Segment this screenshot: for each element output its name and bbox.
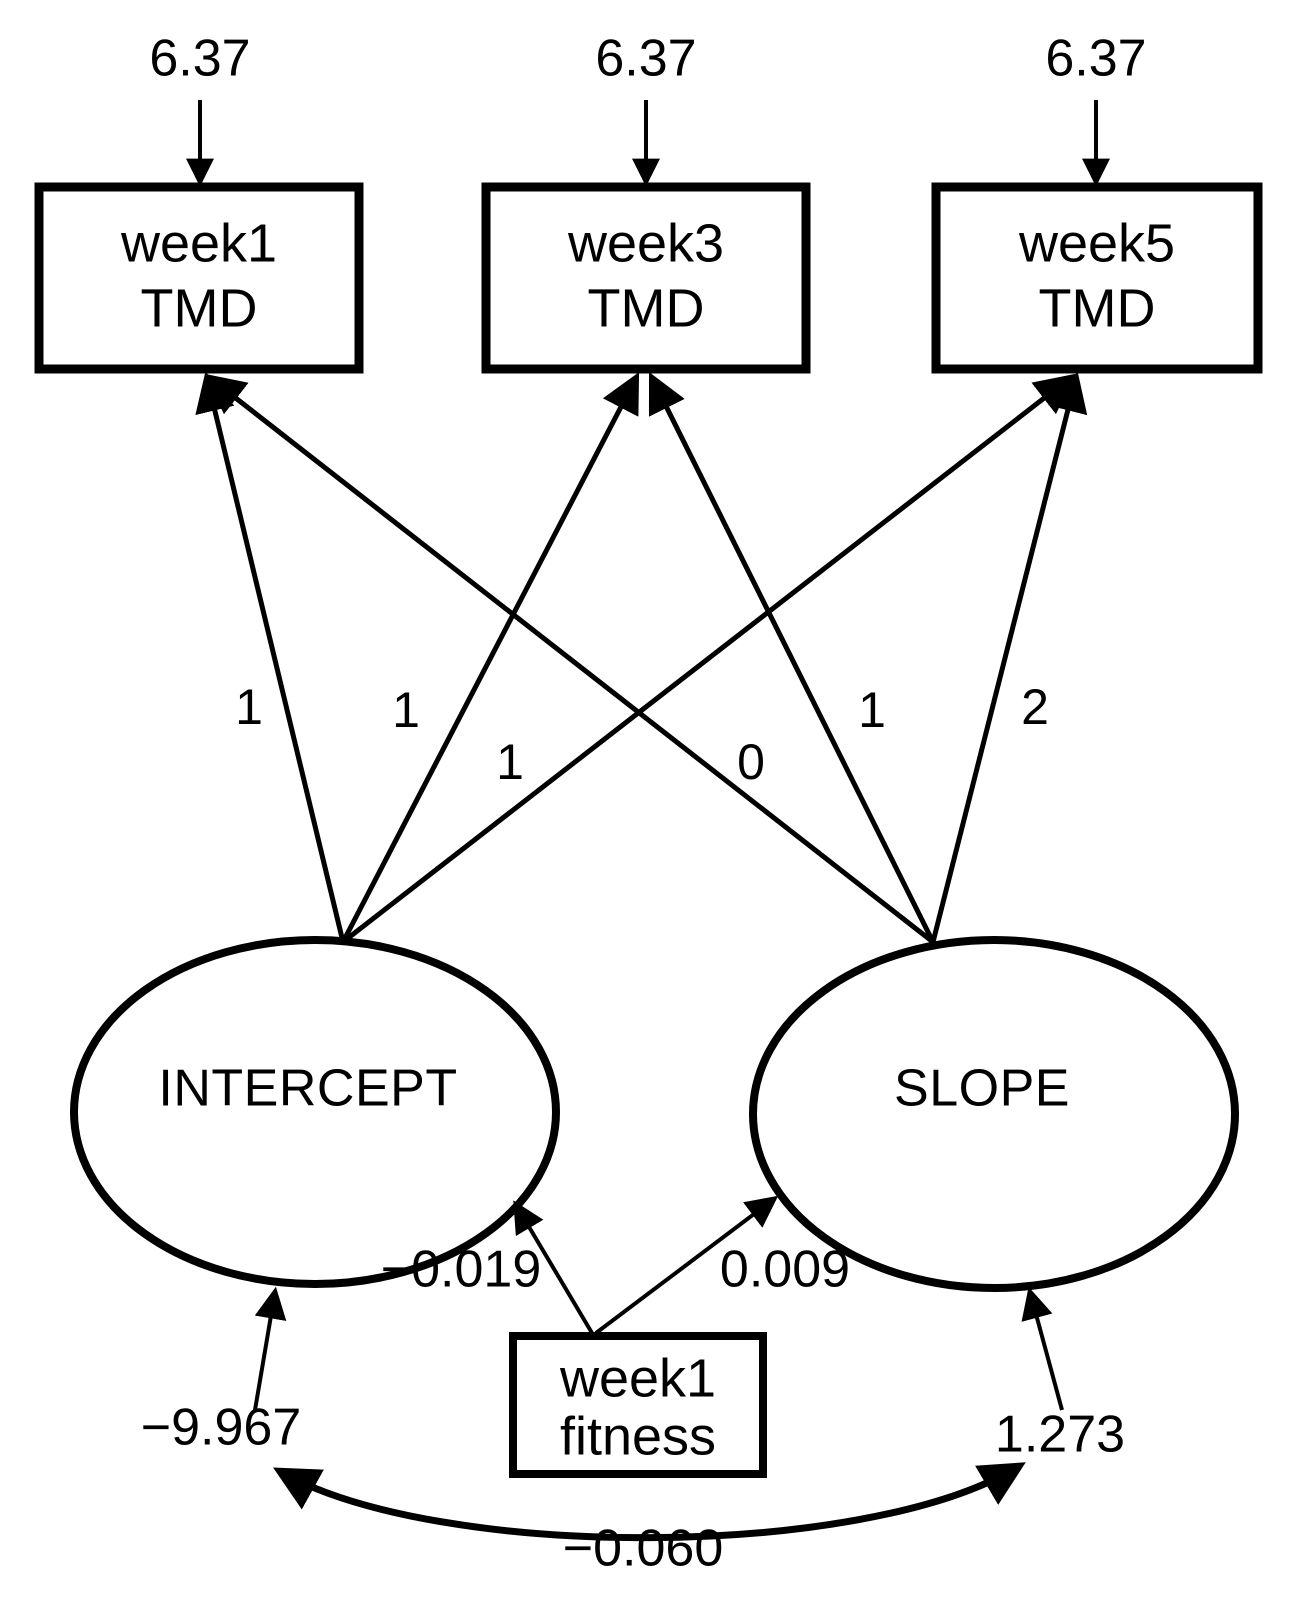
indicator-week3-label-line2: TMD [588, 278, 705, 338]
regression-value-fitness-slope: 0.009 [720, 1241, 850, 1299]
indicator-box-week1-tmd[interactable]: week1 TMD [34, 182, 364, 374]
loading-path-intercept-week5 [341, 373, 1076, 944]
indicator-week5-label-line2: TMD [1039, 278, 1156, 338]
residual-value-week1: 6.37 [149, 30, 250, 88]
loading-path-slope-week3 [648, 372, 936, 944]
mean-arrow-slope [1021, 1286, 1064, 1411]
loading-value-slope-week1: 1 [392, 682, 420, 738]
latent-intercept-label: INTERCEPT [158, 1060, 457, 1118]
loading-path-intercept-week3 [340, 372, 640, 944]
indicator-week1-label-line2: TMD [141, 278, 258, 338]
indicator-box-week3-tmd[interactable]: week3 TMD [481, 182, 811, 374]
covariance-value-label: −0.060 [563, 1520, 724, 1578]
covariate-label-line1: week1 [559, 1348, 716, 1408]
loading-value-intercept-week1: 1 [235, 679, 263, 735]
loading-value-slope-week3: 0 [737, 734, 765, 790]
covariance-curve-intercept-slope [273, 1462, 1026, 1542]
residual-value-week5: 6.37 [1045, 30, 1146, 88]
covariate-box-week1-fitness[interactable]: week1 fitness [509, 1332, 767, 1478]
loading-value-intercept-week5: 1 [858, 682, 886, 738]
latent-slope-label: SLOPE [894, 1060, 1070, 1118]
regression-arrow-fitness-to-intercept [513, 1200, 594, 1335]
latent-intercept-mean-value: −9.967 [141, 1399, 302, 1457]
loading-path-slope-week5 [930, 371, 1088, 943]
mean-arrow-intercept [253, 1286, 287, 1411]
loading-path-intercept-week1 [195, 371, 346, 943]
loading-value-slope-week5: 2 [1021, 679, 1049, 735]
loading-path-slope-week1 [204, 373, 935, 944]
loading-value-intercept-week3: 1 [496, 734, 524, 790]
latent-ellipse-intercept[interactable]: INTERCEPT [70, 936, 560, 1288]
residual-value-week3: 6.37 [595, 30, 696, 88]
indicator-week5-label-line1: week5 [1018, 213, 1175, 273]
indicator-week3-label-line1: week3 [567, 213, 724, 273]
latent-ellipse-slope[interactable]: SLOPE [749, 936, 1239, 1292]
indicator-box-week5-tmd[interactable]: week5 TMD [931, 182, 1263, 374]
indicator-week1-label-line1: week1 [120, 213, 277, 273]
regression-value-fitness-intercept: −0.019 [381, 1241, 542, 1299]
latent-slope-mean-value: 1.273 [995, 1406, 1125, 1464]
regression-arrow-fitness-to-slope [594, 1195, 779, 1335]
covariate-label-line2: fitness [560, 1406, 716, 1466]
